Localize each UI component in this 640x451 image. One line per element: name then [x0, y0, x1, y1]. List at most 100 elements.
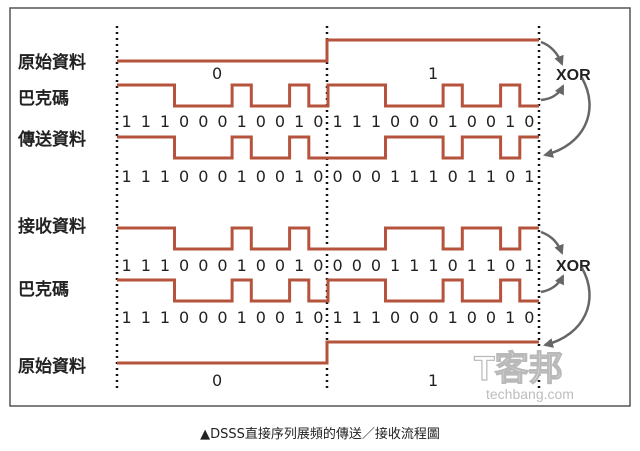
chip-bit: 0	[313, 256, 323, 275]
chip-bit: 0	[371, 256, 381, 275]
receive-waveform	[117, 226, 539, 251]
diagram-border	[9, 7, 631, 407]
chip-bit: 0	[256, 112, 266, 131]
chip-bit: 1	[505, 308, 515, 327]
watermark-brand: T客邦	[474, 349, 563, 388]
chip-bit: 1	[390, 256, 400, 275]
label-send: 傳送資料	[17, 129, 86, 150]
barker-waveform-bottom	[117, 278, 539, 303]
chip-bit: 1	[486, 167, 496, 186]
label-barker-top: 巴克碼	[18, 88, 69, 109]
chip-bit: 0	[448, 167, 458, 186]
chip-bit: 0	[198, 167, 208, 186]
chip-bit: 1	[160, 256, 170, 275]
chip-bit: 0	[409, 308, 419, 327]
chip-bit: 1	[428, 256, 438, 275]
chip-bit: 0	[333, 256, 343, 275]
chip-bit: 0	[179, 167, 189, 186]
chip-bit: 1	[141, 167, 151, 186]
label-barker-bottom: 巴克碼	[18, 279, 69, 300]
chip-bit: 0	[313, 112, 323, 131]
label-receive: 接收資料	[18, 216, 86, 237]
chip-bit: 0	[179, 112, 189, 131]
chip-bit: 0	[486, 112, 496, 131]
chip-bit: 1	[122, 167, 132, 186]
chip-bit: 0	[217, 256, 227, 275]
chip-bit: 0	[505, 167, 515, 186]
chip-bit: 0	[333, 167, 343, 186]
chip-bit: 0	[467, 112, 477, 131]
chip-bit: 1	[371, 308, 381, 327]
chip-bit: 1	[122, 308, 132, 327]
chip-bit: 0	[256, 256, 266, 275]
figure-caption: ▲DSSS直接序列展頻的傳送／接收流程圖	[200, 427, 440, 442]
chip-bit: 1	[409, 256, 419, 275]
barker-waveform-top	[117, 83, 539, 108]
label-original-bottom: 原始資料	[18, 356, 86, 377]
original-waveform-top	[117, 38, 539, 63]
chip-bit: 0	[198, 112, 208, 131]
xor-label-bottom: XOR	[556, 258, 591, 275]
chip-bit: 1	[486, 256, 496, 275]
chip-bit: 1	[448, 112, 458, 131]
chip-bit: 1	[333, 308, 343, 327]
chip-bit: 0	[275, 167, 285, 186]
arrow-barker-bottom-to-xor	[540, 274, 565, 294]
chip-bit: 1	[467, 167, 477, 186]
chip-bit: 0	[352, 167, 362, 186]
chip-bit: 1	[160, 167, 170, 186]
chip-bit: 1	[333, 112, 343, 131]
chip-bit: 1	[505, 112, 515, 131]
arrow-xor-to-send	[543, 77, 591, 158]
chip-bit: 1	[160, 112, 170, 131]
chip-bit: 0	[179, 256, 189, 275]
chip-bit: 0	[179, 308, 189, 327]
chip-bit: 1	[237, 256, 247, 275]
chip-bit: 0	[217, 308, 227, 327]
chip-bit: 1	[524, 167, 534, 186]
chip-bit: 0	[275, 112, 285, 131]
data-bit-bottom-0: 0	[212, 371, 222, 390]
chip-bit: 1	[141, 256, 151, 275]
chip-bit: 0	[275, 308, 285, 327]
arrow-xor-to-original	[543, 267, 591, 348]
chip-bit: 1	[428, 167, 438, 186]
chip-bit: 1	[467, 256, 477, 275]
arrow-barker-to-xor	[540, 84, 565, 102]
original-waveform-bottom	[117, 340, 539, 365]
xor-label-top: XOR	[556, 67, 591, 84]
arrow-receive-to-xor	[540, 230, 564, 255]
chip-bit: 1	[237, 167, 247, 186]
chip-bit: 0	[524, 308, 534, 327]
label-original-top: 原始資料	[18, 52, 86, 73]
chip-bit: 1	[409, 167, 419, 186]
chip-bit: 1	[141, 308, 151, 327]
arrow-original-to-xor	[540, 40, 564, 66]
chip-bit: 0	[275, 256, 285, 275]
chip-bit: 1	[122, 112, 132, 131]
chip-bit: 0	[524, 112, 534, 131]
chip-bit: 1	[390, 167, 400, 186]
chip-bit: 0	[467, 308, 477, 327]
chip-bit: 0	[256, 167, 266, 186]
chip-bit: 0	[256, 308, 266, 327]
chip-bit: 1	[294, 167, 304, 186]
chip-bit: 1	[160, 308, 170, 327]
chip-bit: 0	[217, 167, 227, 186]
chip-bit: 1	[524, 256, 534, 275]
chip-bit: 1	[448, 308, 458, 327]
data-bit-bottom-1: 1	[428, 371, 438, 390]
chip-bit: 1	[122, 256, 132, 275]
chip-bit: 1	[352, 308, 362, 327]
chip-bit: 1	[294, 308, 304, 327]
chip-bit: 0	[313, 308, 323, 327]
chip-bit: 1	[294, 112, 304, 131]
data-bit-top-0: 0	[212, 64, 222, 83]
chip-bit: 0	[428, 112, 438, 131]
chip-bit: 0	[486, 308, 496, 327]
chip-bit: 1	[352, 112, 362, 131]
